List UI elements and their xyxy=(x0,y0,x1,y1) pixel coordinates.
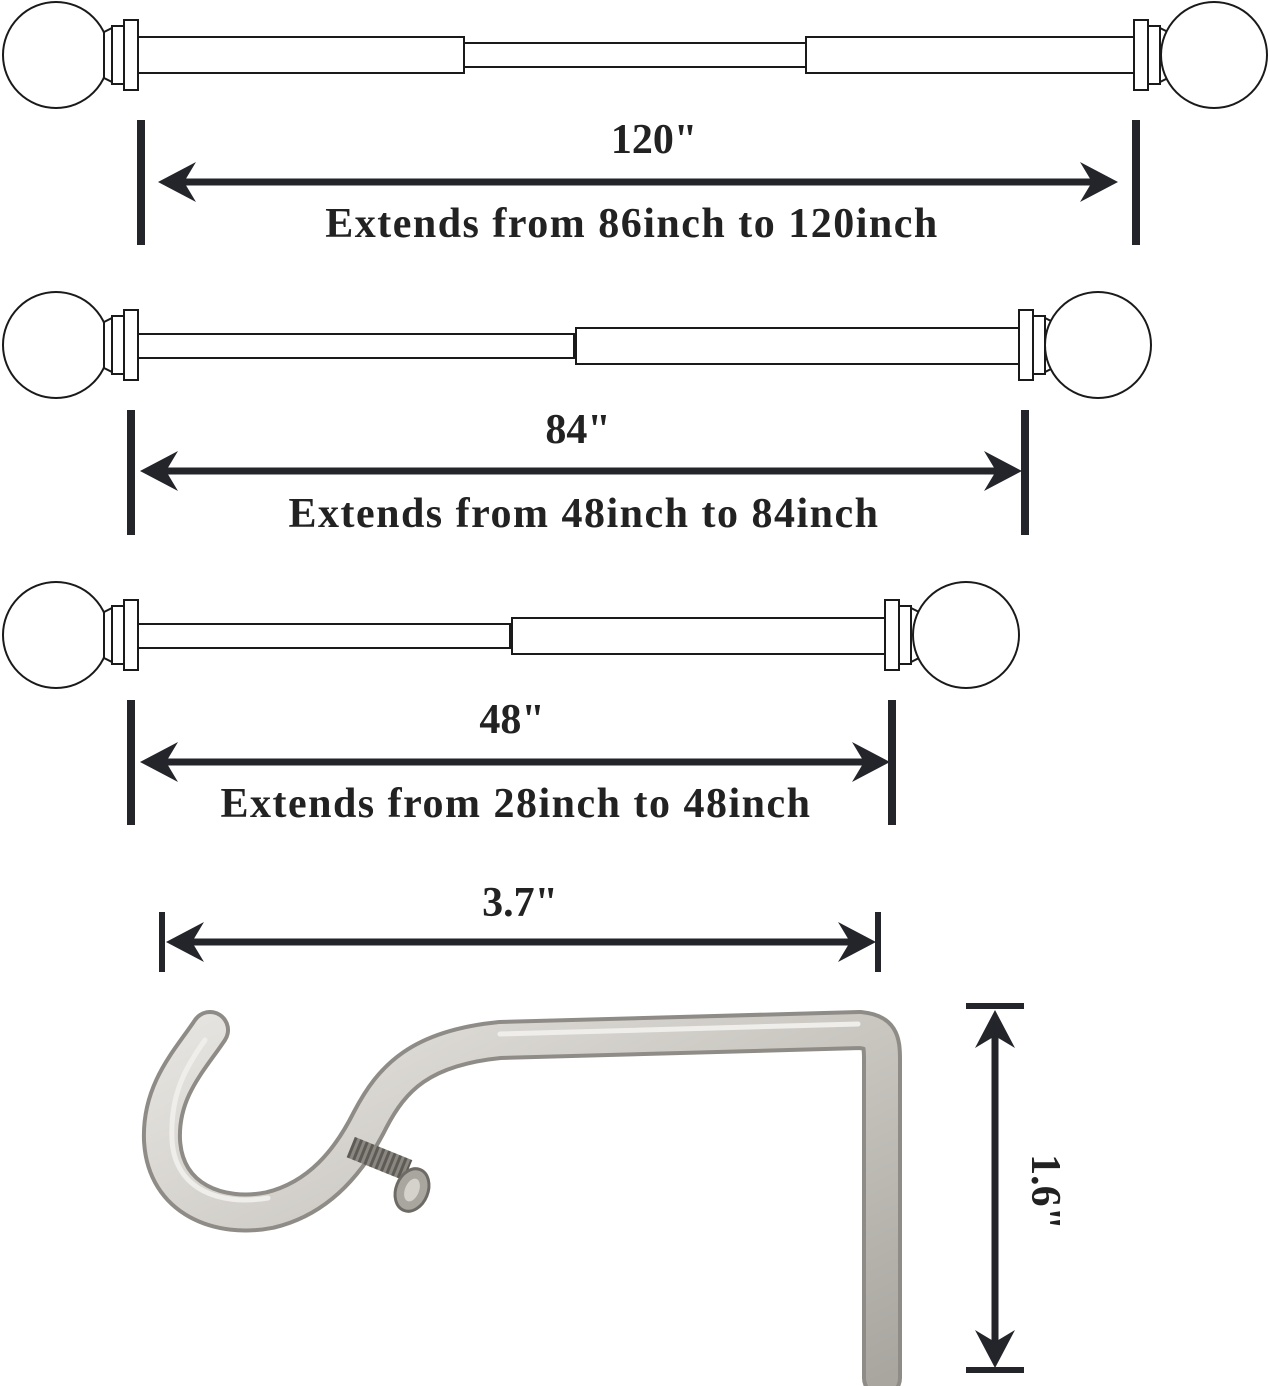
rod-tube-inner xyxy=(463,42,807,68)
rod-1-dimension xyxy=(137,120,1140,245)
finial-collar-left xyxy=(111,605,125,665)
arrow-head-top xyxy=(975,1010,1015,1048)
arrow-head-bottom xyxy=(975,1330,1015,1368)
rod-bracket-left xyxy=(123,599,139,671)
bracket-width-label: 3.7" xyxy=(482,880,558,926)
finial-neck-left xyxy=(103,26,113,84)
rod-tube-outer xyxy=(511,617,886,655)
arrow-head-left xyxy=(140,742,178,782)
finial-collar-right xyxy=(1032,315,1046,375)
rod-1-range-label: Extends from 86inch to 120inch xyxy=(325,201,939,247)
arrow-head-right xyxy=(984,451,1022,491)
finial-neck-left xyxy=(103,316,113,374)
rod-2-length-label: 84" xyxy=(545,407,610,453)
bracket-height-label: 1.6" xyxy=(1022,1154,1068,1230)
finial-ball-left xyxy=(2,581,110,689)
arrow-head-left xyxy=(158,162,196,202)
bracket-hook-highlight xyxy=(169,1021,861,1203)
rod-bracket-right xyxy=(1018,309,1034,381)
rod-3-illustration xyxy=(2,581,1020,689)
rod-bracket-left xyxy=(123,309,139,381)
rod-1-length-label: 120" xyxy=(611,117,697,163)
rod-tube-inner xyxy=(137,623,511,649)
rod-2-dimension xyxy=(127,410,1029,535)
finial-collar-left xyxy=(111,25,125,85)
bracket-hook-surface xyxy=(145,1014,898,1386)
arrow-head-left xyxy=(140,451,178,491)
bracket-width-dimension xyxy=(159,912,881,972)
bracket-screw-thread xyxy=(346,1136,413,1181)
finial-neck-left xyxy=(103,606,113,664)
arrow-head-left xyxy=(166,922,204,962)
rod-tube-outer xyxy=(575,327,1020,365)
rod-1-illustration xyxy=(2,1,1268,109)
finial-ball-left xyxy=(2,1,110,109)
bracket-screw-head-inner xyxy=(404,1178,420,1202)
rod-bracket-right xyxy=(1133,19,1149,91)
arrow-head-right xyxy=(1080,162,1118,202)
rod-tube-outer-left xyxy=(137,36,465,74)
rod-bracket-right xyxy=(884,599,900,671)
bracket-illustration xyxy=(141,1010,902,1386)
arrow-head-right xyxy=(852,742,890,782)
rod-3-length-label: 48" xyxy=(479,697,544,743)
finial-ball-left xyxy=(2,291,110,399)
rod-2-illustration xyxy=(2,291,1152,399)
finial-ball-right xyxy=(912,581,1020,689)
finial-collar-left xyxy=(111,315,125,375)
arrow-head-right xyxy=(838,922,876,962)
finial-ball-right xyxy=(1160,1,1268,109)
bracket-height-dimension xyxy=(966,1003,1024,1373)
finial-collar-right xyxy=(898,605,912,665)
rod-3-range-label: Extends from 28inch to 48inch xyxy=(220,781,811,827)
rod-3-dimension xyxy=(127,700,896,825)
rod-tube-outer-right xyxy=(805,36,1135,74)
finial-ball-right xyxy=(1044,291,1152,399)
rod-bracket-left xyxy=(123,19,139,91)
finial-collar-right xyxy=(1147,25,1161,85)
rod-2-range-label: Extends from 48inch to 84inch xyxy=(288,491,879,537)
rod-tube-inner xyxy=(137,333,575,359)
